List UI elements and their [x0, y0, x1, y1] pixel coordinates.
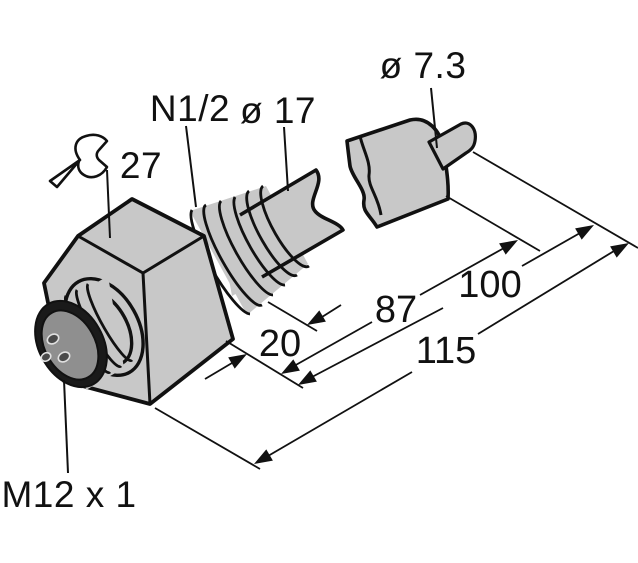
dimension-tube-length: 87 [375, 289, 417, 331]
dimension-arrowheads [228, 225, 629, 464]
extension-hex-back-face [154, 407, 261, 470]
dimension-lines [204, 232, 615, 457]
dimension-thread-length: 20 [259, 323, 301, 365]
extension-hex-front-face [225, 340, 304, 389]
label-tube-diameter: ø 17 [240, 90, 316, 131]
connector-pins [40, 333, 71, 363]
dim20-right-tail [321, 304, 342, 318]
wrench-icon [48, 133, 109, 189]
dim115-right-segment [477, 250, 615, 335]
leader-process-thread [185, 125, 197, 208]
dim87-left-segment [293, 321, 373, 367]
extension-lines [154, 151, 638, 470]
probe-tube-upper-segment [345, 117, 450, 229]
leader-wrench-size [106, 169, 111, 239]
dimension-total-length: 115 [416, 330, 477, 372]
dim100-right-segment [521, 232, 581, 267]
leader-connector-thread [63, 379, 69, 474]
label-process-thread: N1/2 [150, 88, 230, 129]
extension-tip-end [472, 151, 638, 249]
label-wrench-size: 27 [120, 145, 162, 186]
label-connector-thread: M12 x 1 [1, 474, 136, 515]
dim100-left-segment [311, 307, 444, 378]
hex-facet-edges [77, 234, 205, 405]
connector-face [34, 299, 108, 389]
dimension-probe-length: 100 [458, 264, 521, 306]
leader-lines [63, 87, 438, 474]
probe-tube-lower-segment [225, 168, 345, 296]
dim87-right-segment [419, 247, 505, 296]
extension-thread-end [267, 301, 318, 332]
label-tip-diameter: ø 7.3 [380, 45, 467, 86]
sensor-tip [427, 121, 477, 171]
leader-tube-diameter [283, 126, 289, 192]
dim115-left-segment [267, 371, 413, 457]
leader-tip-diameter [430, 87, 438, 149]
dim20-left-tail [204, 362, 233, 380]
break-line-inner [358, 135, 383, 216]
extension-tube-shoulder [445, 195, 541, 252]
